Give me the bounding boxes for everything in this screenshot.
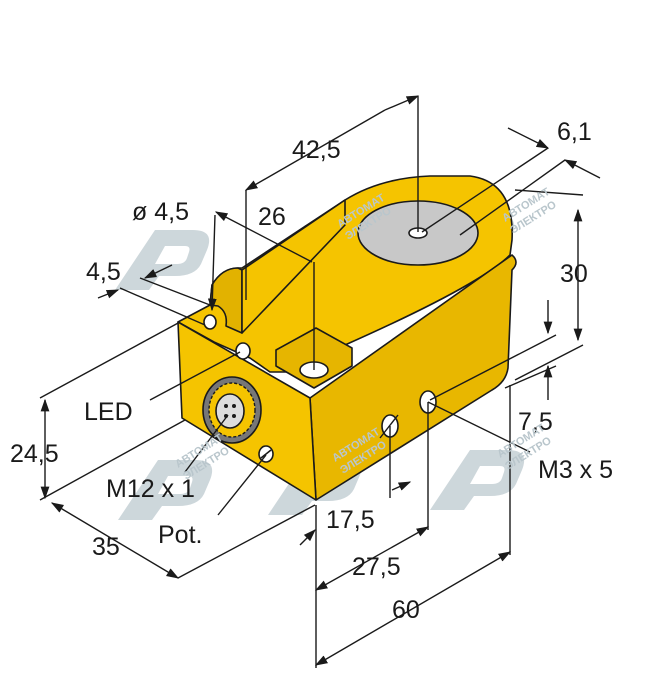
label-26: 26 bbox=[258, 203, 286, 231]
sensor-body bbox=[177, 175, 517, 501]
dimension-labels: 42,5 6,1 ø 4,5 26 4,5 30 24,5 7,5 35 17,… bbox=[10, 118, 613, 624]
label-m12: M12 x 1 bbox=[106, 475, 195, 503]
label-35: 35 bbox=[92, 533, 120, 561]
led-indicator bbox=[235, 342, 251, 360]
notch-hole bbox=[203, 314, 217, 330]
label-hole-diameter: ø 4,5 bbox=[132, 198, 189, 226]
label-6-1: 6,1 bbox=[557, 118, 592, 146]
label-pot: Pot. bbox=[158, 521, 202, 549]
label-30: 30 bbox=[560, 260, 588, 288]
dimension-lines bbox=[39, 95, 601, 668]
label-24-5: 24,5 bbox=[10, 440, 59, 468]
body-notch-face bbox=[241, 199, 346, 334]
label-7-5: 7,5 bbox=[518, 408, 553, 436]
label-27-5: 27,5 bbox=[352, 553, 401, 581]
label-m3: M3 x 5 bbox=[538, 456, 613, 484]
watermark-logo-6 bbox=[430, 450, 525, 510]
body-side-face bbox=[309, 254, 517, 501]
watermark-logo-1 bbox=[115, 230, 210, 290]
label-60: 60 bbox=[392, 596, 420, 624]
label-42-5: 42,5 bbox=[292, 136, 341, 164]
label-4-5: 4,5 bbox=[86, 258, 121, 286]
m12-connector bbox=[202, 376, 262, 444]
label-led: LED bbox=[84, 398, 133, 426]
label-17-5: 17,5 bbox=[326, 506, 375, 534]
